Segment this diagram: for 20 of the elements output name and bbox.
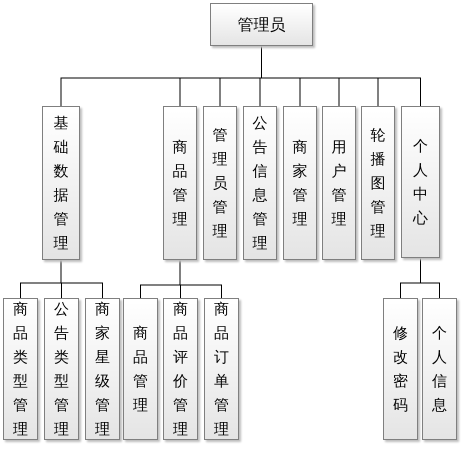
root-box: 管理员 [210,3,313,46]
module-box: 商家管理 [283,106,317,260]
connector-line [261,46,421,106]
connector-line [60,260,103,298]
module-box: 商品评价管理 [163,298,198,440]
module-box: 修改密码 [383,298,418,440]
module-box: 公告类型管理 [44,298,79,440]
module-box: 基础数据管理 [42,106,80,260]
module-box: 公告信息管理 [243,106,277,260]
module-box: 个人中心 [401,106,440,258]
module-box: 个人信息 [422,298,457,440]
module-box: 轮播图管理 [361,106,395,260]
module-box: 商品订单管理 [204,298,239,440]
connector-line [420,258,440,298]
module-box: 商品管理 [123,298,158,440]
module-box: 商品类型管理 [3,298,38,440]
module-box: 管理员管理 [203,106,237,260]
module-box: 用户管理 [322,106,356,260]
module-box: 商家星级管理 [85,298,120,440]
module-box: 商品管理 [163,106,197,260]
